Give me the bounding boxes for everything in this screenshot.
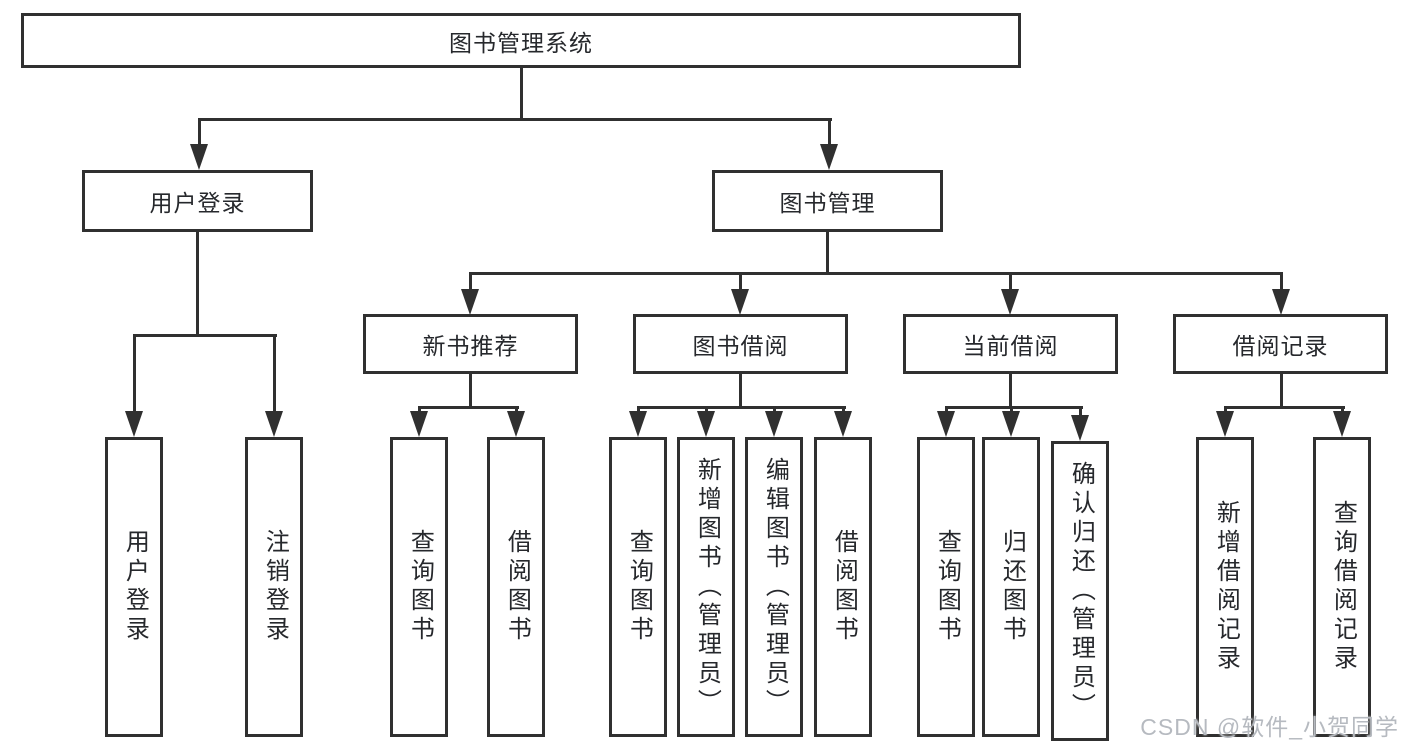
connector-line bbox=[637, 406, 846, 409]
leaf-records-query-record: 查询借阅记录 bbox=[1313, 437, 1371, 737]
leaf-borrow-borrow-books-label: 借阅图书 bbox=[830, 529, 858, 645]
connector-line bbox=[418, 406, 519, 409]
connector-line bbox=[1340, 408, 1344, 413]
connector-line bbox=[132, 336, 136, 413]
connector-line bbox=[417, 408, 421, 413]
node-book-borrow-label: 图书借阅 bbox=[692, 333, 789, 359]
leaf-records-add-record-label: 新增借阅记录 bbox=[1212, 500, 1240, 674]
leaf-current-confirm-return-admin: 确认归还（管理员） bbox=[1051, 441, 1109, 741]
connector-line bbox=[704, 408, 708, 413]
arrowhead-icon bbox=[629, 411, 647, 437]
leaf-borrow-query-books: 查询图书 bbox=[609, 437, 667, 737]
leaf-logout-label: 注销登录 bbox=[261, 529, 289, 645]
arrowhead-icon bbox=[461, 289, 479, 315]
leaf-records-query-record-label: 查询借阅记录 bbox=[1329, 500, 1357, 674]
leaf-logout: 注销登录 bbox=[245, 437, 303, 737]
node-new-book-label: 新书推荐 bbox=[422, 333, 519, 359]
leaf-newbook-query-books-label: 查询图书 bbox=[406, 529, 434, 645]
leaf-current-return-books-label: 归还图书 bbox=[998, 529, 1026, 645]
arrowhead-icon bbox=[507, 411, 525, 437]
arrowhead-icon bbox=[190, 144, 208, 170]
arrowhead-icon bbox=[125, 411, 143, 437]
connector-line bbox=[1224, 406, 1345, 409]
connector-line bbox=[198, 118, 832, 121]
connector-line bbox=[514, 408, 518, 413]
leaf-newbook-borrow-books: 借阅图书 bbox=[487, 437, 545, 737]
connector-line bbox=[772, 408, 776, 413]
connector-line bbox=[841, 408, 845, 413]
connector-line bbox=[520, 66, 523, 121]
leaf-records-add-record: 新增借阅记录 bbox=[1196, 437, 1254, 737]
leaf-newbook-query-books: 查询图书 bbox=[390, 437, 448, 737]
connector-line bbox=[272, 336, 276, 413]
node-current-borrow: 当前借阅 bbox=[903, 314, 1118, 374]
arrowhead-icon bbox=[1071, 415, 1089, 441]
connector-line bbox=[738, 274, 742, 291]
connector-line bbox=[1223, 408, 1227, 413]
arrowhead-icon bbox=[1216, 411, 1234, 437]
arrowhead-icon bbox=[834, 411, 852, 437]
connector-line bbox=[196, 230, 199, 336]
connector-line bbox=[1009, 372, 1012, 409]
connector-line bbox=[826, 230, 829, 275]
node-current-borrow-label: 当前借阅 bbox=[962, 333, 1059, 359]
connector-line bbox=[827, 120, 831, 146]
connector-line bbox=[1078, 408, 1082, 417]
node-book-mgmt: 图书管理 bbox=[712, 170, 943, 232]
connector-line bbox=[636, 408, 640, 413]
connector-line bbox=[133, 334, 277, 337]
connector-line bbox=[944, 408, 948, 413]
arrowhead-icon bbox=[765, 411, 783, 437]
connector-line bbox=[739, 372, 742, 409]
leaf-borrow-add-books-admin-label: 新增图书（管理员） bbox=[693, 456, 721, 718]
watermark: CSDN @软件_小贺同学 bbox=[1140, 714, 1399, 740]
connector-line bbox=[1008, 274, 1012, 291]
connector-line bbox=[945, 406, 1083, 409]
arrowhead-icon bbox=[1272, 289, 1290, 315]
node-new-book: 新书推荐 bbox=[363, 314, 578, 374]
connector-line bbox=[197, 120, 201, 146]
node-borrow-records: 借阅记录 bbox=[1173, 314, 1388, 374]
connector-line bbox=[469, 272, 1283, 275]
connector-line bbox=[468, 274, 472, 291]
arrowhead-icon bbox=[410, 411, 428, 437]
node-root-label: 图书管理系统 bbox=[449, 29, 593, 56]
leaf-current-query-books-label: 查询图书 bbox=[933, 529, 961, 645]
connector-line bbox=[1279, 274, 1283, 291]
node-user-login: 用户登录 bbox=[82, 170, 313, 232]
leaf-current-query-books: 查询图书 bbox=[917, 437, 975, 737]
arrowhead-icon bbox=[937, 411, 955, 437]
node-borrow-records-label: 借阅记录 bbox=[1232, 333, 1329, 359]
arrowhead-icon bbox=[1002, 411, 1020, 437]
leaf-user-login: 用户登录 bbox=[105, 437, 163, 737]
arrowhead-icon bbox=[820, 144, 838, 170]
arrowhead-icon bbox=[731, 289, 749, 315]
arrowhead-icon bbox=[265, 411, 283, 437]
node-root: 图书管理系统 bbox=[21, 13, 1021, 68]
arrowhead-icon bbox=[1001, 289, 1019, 315]
leaf-current-confirm-return-admin-label: 确认归还（管理员） bbox=[1067, 460, 1095, 722]
node-user-login-label: 用户登录 bbox=[149, 190, 246, 216]
node-book-borrow: 图书借阅 bbox=[633, 314, 848, 374]
connector-line bbox=[1280, 372, 1283, 409]
node-book-mgmt-label: 图书管理 bbox=[779, 190, 876, 216]
connector-line bbox=[469, 372, 472, 409]
arrowhead-icon bbox=[1333, 411, 1351, 437]
arrowhead-icon bbox=[697, 411, 715, 437]
leaf-borrow-query-books-label: 查询图书 bbox=[625, 529, 653, 645]
leaf-borrow-edit-books-admin: 编辑图书（管理员） bbox=[745, 437, 803, 737]
leaf-borrow-add-books-admin: 新增图书（管理员） bbox=[677, 437, 735, 737]
leaf-user-login-label: 用户登录 bbox=[121, 529, 149, 645]
leaf-borrow-edit-books-admin-label: 编辑图书（管理员） bbox=[761, 456, 789, 718]
leaf-borrow-borrow-books: 借阅图书 bbox=[814, 437, 872, 737]
connector-line bbox=[1009, 408, 1013, 413]
leaf-newbook-borrow-books-label: 借阅图书 bbox=[503, 529, 531, 645]
leaf-current-return-books: 归还图书 bbox=[982, 437, 1040, 737]
